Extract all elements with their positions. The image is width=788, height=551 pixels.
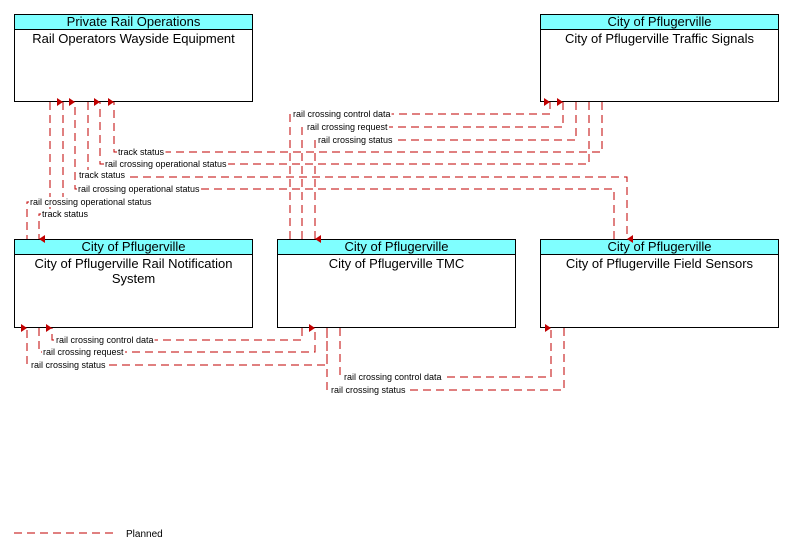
flow-label-bg [42, 347, 126, 357]
flow-label: rail crossing control data [293, 109, 391, 119]
wayside-box: Private Rail Operations Rail Operators W… [14, 14, 253, 102]
flow-label-bg [29, 197, 154, 207]
field-sensors-box: City of Pflugerville City of Pflugervill… [540, 239, 779, 328]
flow-label-bg [78, 170, 127, 180]
tmc-name: City of Pflugerville TMC [328, 256, 465, 271]
rail-notification-owner: City of Pflugerville [15, 240, 252, 255]
flow-label-bg [317, 135, 395, 145]
flow-label: rail crossing request [43, 347, 124, 357]
flow-label: track status [42, 209, 89, 219]
flow-label-bg [343, 372, 443, 382]
flow-label: rail crossing request [307, 122, 388, 132]
flow-label: rail crossing control data [344, 372, 442, 382]
rail-notification-box: City of Pflugerville City of Pflugervill… [14, 239, 253, 328]
flow-label-bg [55, 335, 155, 345]
traffic-signals-owner: City of Pflugerville [541, 15, 778, 30]
flow-label-bg [306, 122, 390, 132]
flow-label: rail crossing operational status [30, 197, 152, 207]
flow-line [94, 98, 590, 165]
flow-label-bg [77, 184, 202, 194]
tmc-box: City of Pflugerville City of Pflugervill… [277, 239, 516, 328]
flow-line [314, 102, 577, 243]
flow-line [326, 328, 565, 391]
flow-label: rail crossing control data [56, 335, 154, 345]
tmc-owner: City of Pflugerville [278, 240, 515, 255]
field-sensors-owner: City of Pflugerville [541, 240, 778, 255]
flow-label-bg [292, 109, 392, 119]
flow-line [38, 324, 316, 353]
flow-line [289, 98, 551, 239]
rail-notification-name: City of Pflugerville Rail Notification S… [34, 256, 233, 286]
traffic-signals-name: City of Pflugerville Traffic Signals [564, 31, 755, 46]
flow-line [339, 324, 552, 378]
flow-label-bg [104, 159, 229, 169]
wayside-owner: Private Rail Operations [15, 15, 252, 30]
flow-label: track status [118, 147, 165, 157]
flow-label: rail crossing status [331, 385, 406, 395]
flow-label: rail crossing status [318, 135, 393, 145]
flow-label: rail crossing operational status [78, 184, 200, 194]
field-sensors-name: City of Pflugerville Field Sensors [565, 256, 754, 271]
legend-label: Planned [126, 529, 163, 540]
flow-label-bg [117, 147, 166, 157]
flow-label-bg [30, 360, 108, 370]
flow-label: rail crossing operational status [105, 159, 227, 169]
flow-line [87, 102, 633, 243]
flow-label: track status [79, 170, 126, 180]
flow-line [301, 98, 564, 239]
flow-label-bg [41, 209, 90, 219]
flow-label-bg [330, 385, 408, 395]
flow-label: rail crossing status [31, 360, 106, 370]
wayside-name: Rail Operators Wayside Equipment [32, 31, 235, 46]
flow-line [69, 98, 615, 239]
traffic-signals-box: City of Pflugerville City of Pflugervill… [540, 14, 779, 102]
flow-line [46, 324, 303, 341]
flow-line [108, 98, 603, 153]
